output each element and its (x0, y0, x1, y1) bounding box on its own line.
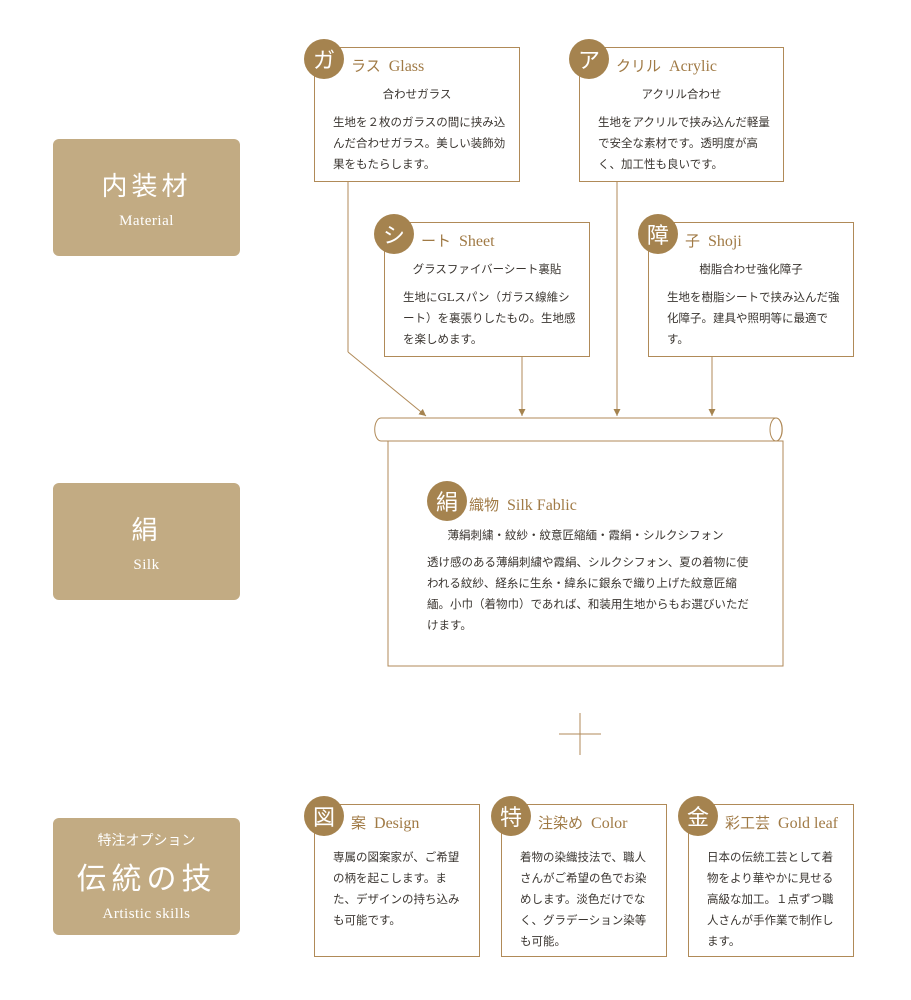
label-skills: 特注オプション 伝統の技 Artistic skills (53, 818, 240, 935)
label-skills-jp: 伝統の技 (76, 862, 217, 897)
acrylic-badge-icon: ア (569, 39, 609, 79)
card-acrylic-sub: アクリル合わせ (641, 87, 722, 101)
label-material: 内装材 Material (53, 139, 240, 256)
design-badge-icon: 図 (304, 796, 344, 836)
card-shoji-body: 生地を樹脂シートで挟み込んだ強化障子。建具や照明等に最適です。 (667, 290, 840, 346)
card-design-body: 専属の図案家が、ご希望の柄を起こします。また、デザインの持ち込みも可能です。 (333, 850, 460, 927)
silk-sub: 薄絹刺繍・紋紗・紋意匠縮緬・霞絹・シルクシフォン (447, 528, 724, 542)
silk-body: 透け感のある薄絹刺繍や霞絹、シルクシフォン、夏の着物に使われる紋紗、経糸に生糸・… (427, 555, 749, 632)
shoji-badge-icon: 障 (638, 214, 678, 254)
label-material-en: Material (119, 212, 174, 229)
card-glass-body: 生地を２枚のガラスの間に挟み込んだ合わせガラス。美しい装飾効果をもたらします。 (333, 115, 506, 171)
card-color-body: 着物の染織技法で、職人さんがご希望の色でお染めします。淡色だけでなく、グラデーシ… (520, 850, 647, 948)
label-material-jp: 内装材 (101, 171, 192, 202)
glass-arrow-diagonal (347, 351, 427, 417)
label-silk: 絹 Silk (53, 483, 240, 600)
label-skills-en: Artistic skills (102, 906, 191, 922)
label-silk-jp: 絹 (131, 515, 162, 546)
color-badge-icon: 特 (491, 796, 531, 836)
scroll-roll (374, 417, 783, 442)
label-silk-en: Silk (133, 556, 160, 573)
label-skills-pre: 特注オプション (97, 833, 196, 849)
gold-badge-icon: 金 (678, 796, 718, 836)
silk-badge-icon: 絹 (427, 481, 467, 521)
card-sheet-body: 生地にGLスパン（ガラス線維シート）を裏張りしたもの。生地感を楽しめます。 (403, 290, 576, 346)
card-gold-body: 日本の伝統工芸として着物をより華やかに見せる高級な加工。１点ずつ職人さんが手作業… (707, 850, 834, 948)
card-acrylic-body: 生地をアクリルで挟み込んだ軽量で安全な素材です。透明度が高く、加工性も良いです。 (598, 115, 770, 171)
card-glass-sub: 合わせガラス (382, 87, 452, 101)
card-sheet-sub: グラスファイバーシート裏貼 (412, 262, 562, 276)
card-shoji-sub: 樹脂合わせ強化障子 (699, 262, 803, 276)
sheet-badge-icon: シ (374, 214, 414, 254)
plus-icon (559, 713, 601, 755)
glass-badge-icon: ガ (304, 39, 344, 79)
silk-panel-frame (387, 440, 784, 667)
